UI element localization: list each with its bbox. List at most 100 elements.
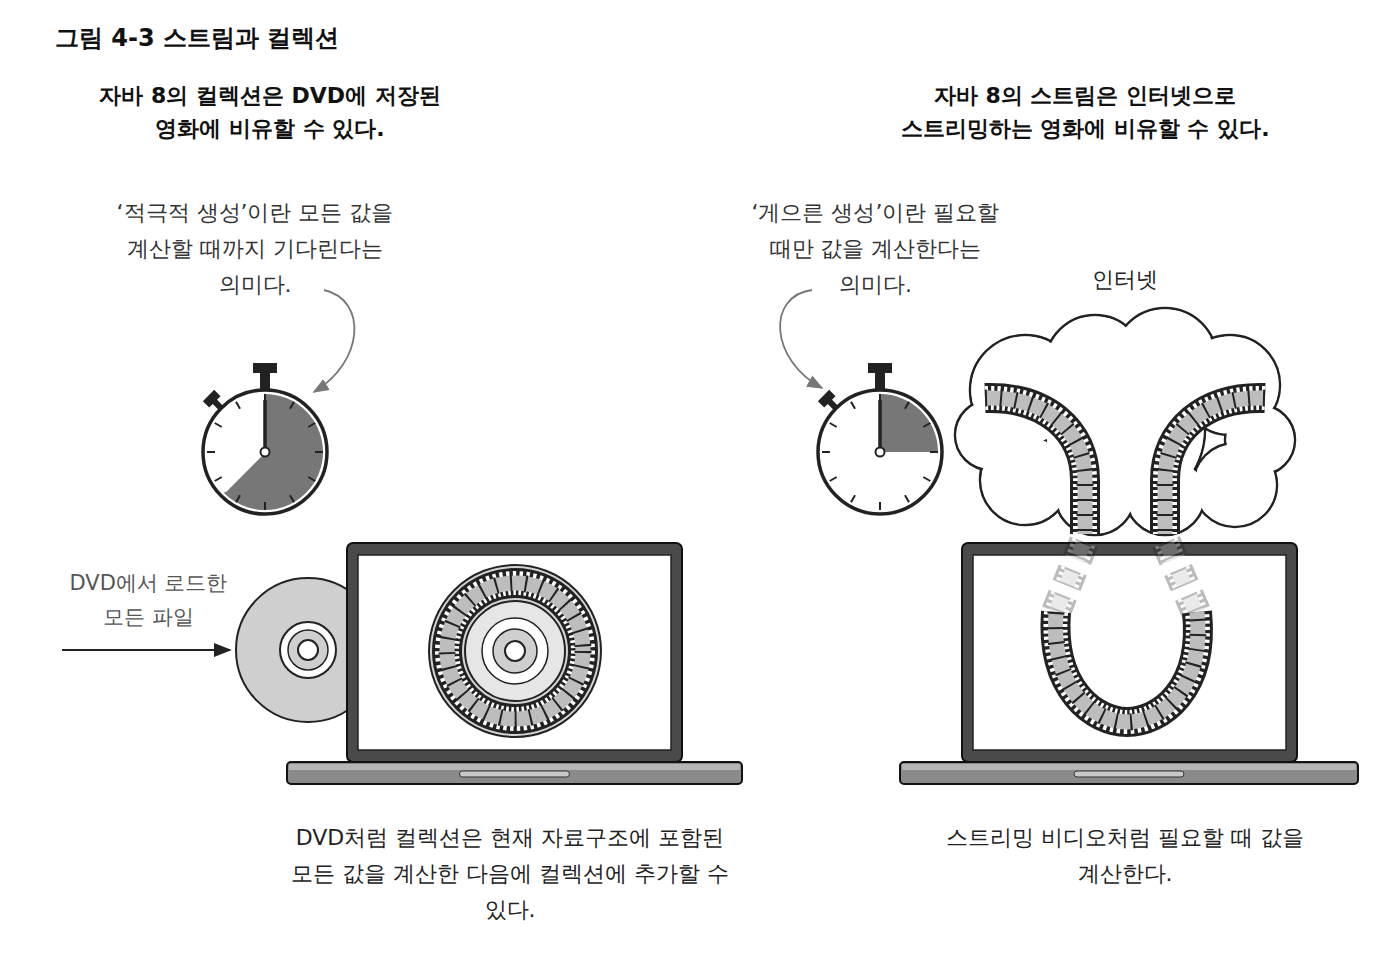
film-sprockets	[1165, 398, 1265, 534]
film-edge	[1067, 570, 1073, 585]
callout-note: ‘게으른 생성’이란 필요할 때만 값을 계산한다는 의미다.	[743, 195, 1008, 303]
dial-tick	[215, 477, 222, 481]
dvd-inner	[465, 601, 565, 701]
film-strip	[1178, 570, 1185, 585]
film-strip	[1077, 542, 1084, 560]
laptop-display	[973, 555, 1286, 750]
dial-tick	[290, 402, 294, 409]
disc-hole	[298, 640, 318, 660]
film-edge	[1165, 398, 1265, 534]
callout-note: ‘적극적 생성’이란 모든 값을 계산할 때까지 기다린다는 의미다.	[100, 195, 410, 303]
disc-hub	[288, 630, 328, 670]
film-edge	[1189, 595, 1196, 612]
disc-ring	[280, 622, 336, 678]
elapsed-sector	[880, 394, 938, 452]
laptop-base	[900, 762, 1358, 784]
stopwatch-icon	[203, 363, 327, 514]
dial-tick	[830, 423, 837, 427]
leader-arrow	[314, 290, 354, 392]
film-edge	[1056, 595, 1063, 612]
film-frame-lines	[1077, 542, 1084, 560]
dial-tick	[905, 402, 909, 409]
film-sprockets	[1077, 542, 1084, 560]
dial-tick	[923, 423, 930, 427]
stopwatch-hand	[878, 400, 882, 452]
film-frame-lines	[1067, 570, 1073, 585]
dial-tick	[236, 495, 240, 502]
stopwatch-body	[818, 390, 942, 514]
film-strip	[1067, 570, 1073, 585]
film-sprockets	[1056, 595, 1063, 612]
dial-tick	[207, 451, 215, 453]
dial-tick	[215, 423, 222, 427]
film-edge	[1055, 612, 1197, 722]
stopwatch-icon	[818, 363, 942, 514]
laptop-base-top	[902, 764, 1356, 770]
film-edge	[1178, 570, 1185, 585]
cloud-fill	[1194, 444, 1275, 525]
dial-tick	[923, 477, 930, 481]
film-frame-lines	[1055, 612, 1197, 722]
dial-tick	[830, 477, 837, 481]
leader-arrow	[780, 290, 822, 388]
laptop-screen-frame	[347, 543, 682, 762]
film-frame-lines	[1165, 398, 1265, 534]
film-strip	[1189, 595, 1196, 612]
column-heading-box: 자바 8의 컬렉션은 DVD에 저장된 영화에 비유할 수 있다.	[90, 79, 450, 145]
dial-tick	[822, 451, 830, 453]
dial-tick	[308, 423, 315, 427]
stopwatch-hand	[263, 400, 267, 452]
stopwatch-crown	[253, 363, 277, 373]
node-label: 인터넷	[955, 262, 1295, 294]
stopwatch-pivot	[876, 448, 885, 457]
figure-title: 그림 4-3 스트림과 컬렉션	[55, 22, 339, 54]
input-label: DVD에서 로드한 모든 파일	[56, 566, 241, 634]
film-frames	[447, 583, 583, 719]
stopwatch-crown	[868, 363, 892, 373]
film-strip	[1056, 595, 1063, 612]
dial-tick	[236, 402, 240, 409]
dial-tick	[930, 451, 938, 453]
film-sprockets	[1067, 570, 1073, 585]
film-strip	[985, 398, 1085, 534]
film-frame-lines	[985, 398, 1085, 534]
film-frame-lines	[1189, 595, 1196, 612]
dvd-ring	[482, 618, 548, 684]
film-edge	[447, 583, 583, 719]
film-strip	[1055, 612, 1197, 722]
caption-text: DVD처럼 컬렉션은 현재 자료구조에 포함된 모든 값을 계산한 다음에 컬렉…	[280, 820, 740, 928]
screen-dvd	[429, 565, 601, 737]
laptop-icon	[900, 543, 1358, 784]
title-box: 그림 4-3 스트림과 컬렉션	[55, 22, 339, 54]
column-heading: 자바 8의 스트림은 인터넷으로 스트리밍하는 영화에 비유할 수 있다.	[865, 79, 1305, 145]
laptop-screen-frame	[962, 543, 1297, 762]
film-frames	[1166, 542, 1174, 560]
dvd-hub	[493, 629, 537, 673]
dial-tick	[308, 477, 315, 481]
film-frame-lines	[1166, 542, 1174, 560]
callout-note-box: ‘게으른 생성’이란 필요할 때만 값을 계산한다는 의미다.	[743, 195, 1008, 303]
laptop-base-top	[289, 764, 740, 770]
input-arrow	[62, 649, 230, 651]
dial-tick	[290, 495, 294, 502]
dvd-outer	[429, 565, 601, 737]
film-frames	[1077, 542, 1084, 560]
laptop-notch	[1074, 771, 1184, 777]
dial-tick	[851, 495, 855, 502]
dial-tick	[905, 495, 909, 502]
dial-tick	[264, 502, 266, 510]
input-label-box: DVD에서 로드한 모든 파일	[56, 566, 241, 634]
laptop-notch	[460, 771, 570, 777]
film-sprockets	[1189, 595, 1196, 612]
film-frame-lines	[1178, 570, 1185, 585]
film-strip	[447, 583, 583, 719]
film-sprockets	[447, 583, 583, 719]
caption-text: 스트리밍 비디오처럼 필요할 때 값을 계산한다.	[925, 820, 1325, 892]
laptop-display	[358, 555, 671, 750]
film-frames	[1165, 398, 1265, 534]
film-edge	[985, 398, 1085, 534]
laptop-base	[287, 762, 742, 784]
laptop-icon	[287, 543, 742, 784]
